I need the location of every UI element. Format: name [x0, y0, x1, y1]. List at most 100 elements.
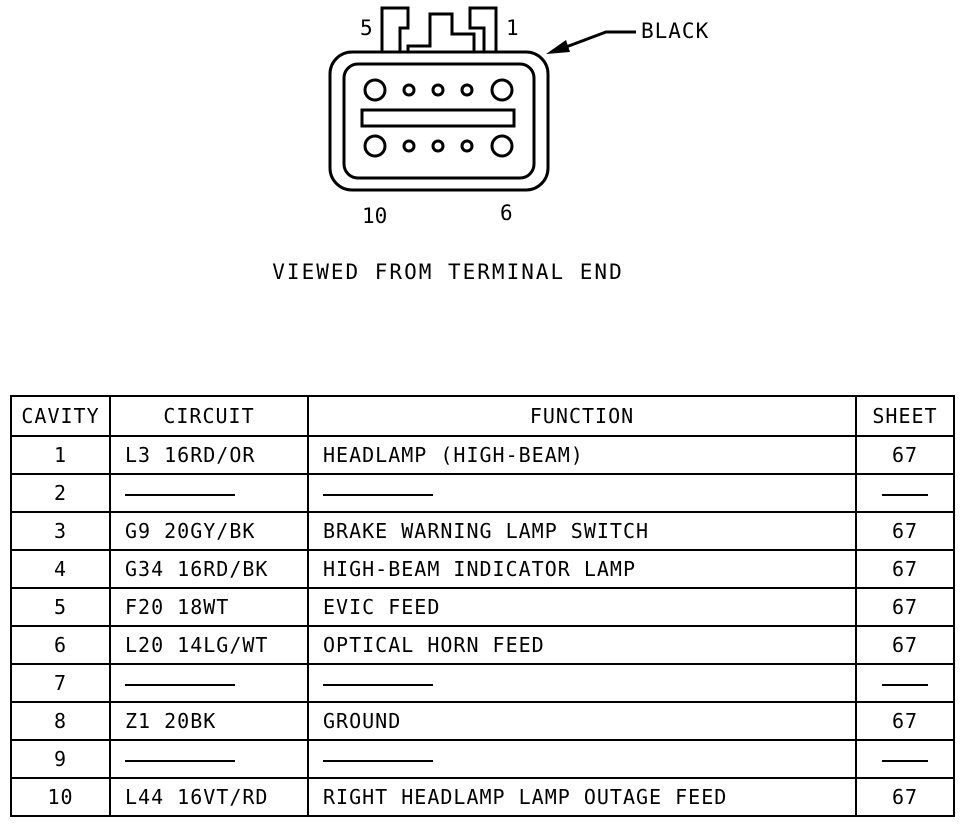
cell-function: EVIC FEED — [307, 587, 857, 627]
empty-dash — [882, 759, 928, 762]
cell-circuit: G34 16RD/BK — [109, 549, 309, 589]
connector-latch — [380, 6, 498, 54]
cell-sheet-text: 67 — [891, 595, 919, 619]
cell-function: GROUND — [307, 701, 857, 741]
pinout-table: CAVITY CIRCUIT FUNCTION SHEET 1 L3 16RD/O… — [10, 395, 955, 817]
cell-circuit — [109, 473, 309, 513]
cell-cavity-text: 6 — [53, 633, 68, 657]
cell-circuit-text: L44 16VT/RD — [125, 785, 269, 809]
cavity-9-icon — [402, 139, 416, 153]
cell-sheet — [855, 739, 955, 779]
cell-sheet: 67 — [855, 511, 955, 551]
cell-sheet: 67 — [855, 435, 955, 475]
cell-function-text: OPTICAL HORN FEED — [323, 633, 545, 657]
cell-cavity-text: 8 — [53, 709, 68, 733]
cell-function — [307, 663, 857, 703]
pin-label-top-right: 1 — [506, 16, 519, 40]
cell-function-text: HIGH-BEAM INDICATOR LAMP — [323, 557, 636, 581]
cell-cavity-text: 9 — [53, 747, 68, 771]
cell-function: OPTICAL HORN FEED — [307, 625, 857, 665]
cell-function-text: RIGHT HEADLAMP LAMP OUTAGE FEED — [323, 785, 728, 809]
cell-cavity: 3 — [10, 511, 111, 551]
empty-dash — [125, 493, 235, 496]
table-row: 3 G9 20GY/BK BRAKE WARNING LAMP SWITCH 67 — [10, 511, 955, 551]
cell-circuit: G9 20GY/BK — [109, 511, 309, 551]
empty-dash — [323, 493, 433, 496]
cavity-10-icon — [363, 134, 387, 158]
cell-cavity-text: 2 — [53, 481, 68, 505]
cell-cavity: 5 — [10, 587, 111, 627]
cavity-5-icon — [363, 78, 387, 102]
pin-label-top-left: 5 — [360, 16, 373, 40]
connector-diagram — [328, 6, 636, 192]
cell-circuit: Z1 20BK — [109, 701, 309, 741]
connector-housing-inner — [342, 62, 536, 180]
cell-cavity: 2 — [10, 473, 111, 513]
cell-function-text: BRAKE WARNING LAMP SWITCH — [323, 519, 650, 543]
table-row: 10 L44 16VT/RD RIGHT HEADLAMP LAMP OUTAGE … — [10, 777, 955, 817]
cell-sheet-text: 67 — [891, 709, 919, 733]
callout-leader-line — [557, 30, 636, 52]
pin-label-bottom-right: 6 — [500, 201, 513, 225]
cell-cavity: 4 — [10, 549, 111, 589]
cell-circuit: L20 14LG/WT — [109, 625, 309, 665]
cavity-7-icon — [460, 139, 474, 153]
cell-function: RIGHT HEADLAMP LAMP OUTAGE FEED — [307, 777, 857, 817]
cell-sheet-text: 67 — [891, 785, 919, 809]
cell-circuit-text: G34 16RD/BK — [125, 557, 269, 581]
cell-cavity: 1 — [10, 435, 111, 475]
connector-key-bar — [360, 108, 516, 128]
cavity-8-icon — [431, 139, 445, 153]
cavity-1-icon — [490, 78, 514, 102]
connector-housing-outer — [328, 50, 550, 192]
cell-sheet — [855, 473, 955, 513]
cell-sheet-text: 67 — [891, 557, 919, 581]
cell-function: BRAKE WARNING LAMP SWITCH — [307, 511, 857, 551]
cell-circuit-text: G9 20GY/BK — [125, 519, 256, 543]
cell-circuit: L44 16VT/RD — [109, 777, 309, 817]
cavity-4-icon — [402, 83, 416, 97]
view-caption: VIEWED FROM TERMINAL END — [272, 260, 624, 284]
header-sheet: SHEET — [855, 395, 955, 437]
cell-cavity-text: 5 — [53, 595, 68, 619]
empty-dash — [125, 683, 235, 686]
table-header-row: CAVITY CIRCUIT FUNCTION SHEET — [10, 395, 955, 437]
cell-cavity: 8 — [10, 701, 111, 741]
table-row: 5 F20 18WT EVIC FEED 67 — [10, 587, 955, 627]
cell-circuit-text: Z1 20BK — [125, 709, 217, 733]
cell-circuit — [109, 739, 309, 779]
cell-function: HIGH-BEAM INDICATOR LAMP — [307, 549, 857, 589]
table-row: 7 — [10, 663, 955, 703]
empty-dash — [323, 759, 433, 762]
cell-cavity-text: 10 — [47, 785, 74, 809]
cell-function — [307, 739, 857, 779]
table-row: 9 — [10, 739, 955, 779]
cell-circuit: L3 16RD/OR — [109, 435, 309, 475]
cell-cavity-text: 1 — [53, 443, 68, 467]
header-circuit: CIRCUIT — [109, 395, 309, 437]
empty-dash — [323, 683, 433, 686]
cell-sheet-text: 67 — [891, 519, 919, 543]
cell-circuit-text: F20 18WT — [125, 595, 230, 619]
cell-sheet: 67 — [855, 587, 955, 627]
cell-cavity: 10 — [10, 777, 111, 817]
table-row: 2 — [10, 473, 955, 513]
cell-sheet: 67 — [855, 549, 955, 589]
empty-dash — [125, 759, 235, 762]
cell-sheet-text: 67 — [891, 443, 919, 467]
cell-cavity: 6 — [10, 625, 111, 665]
cell-function-text: EVIC FEED — [323, 595, 441, 619]
cell-sheet — [855, 663, 955, 703]
callout-arrow-icon — [546, 40, 570, 54]
cavity-6-icon — [490, 134, 514, 158]
header-cavity: CAVITY — [10, 395, 111, 437]
cell-cavity-text: 4 — [53, 557, 68, 581]
pin-label-bottom-left: 10 — [362, 204, 388, 228]
table-row: 8 Z1 20BK GROUND 67 — [10, 701, 955, 741]
cell-function: HEADLAMP (HIGH-BEAM) — [307, 435, 857, 475]
cell-sheet: 67 — [855, 625, 955, 665]
table-row: 4 G34 16RD/BK HIGH-BEAM INDICATOR LAMP 67 — [10, 549, 955, 589]
cell-circuit — [109, 663, 309, 703]
cell-circuit: F20 18WT — [109, 587, 309, 627]
